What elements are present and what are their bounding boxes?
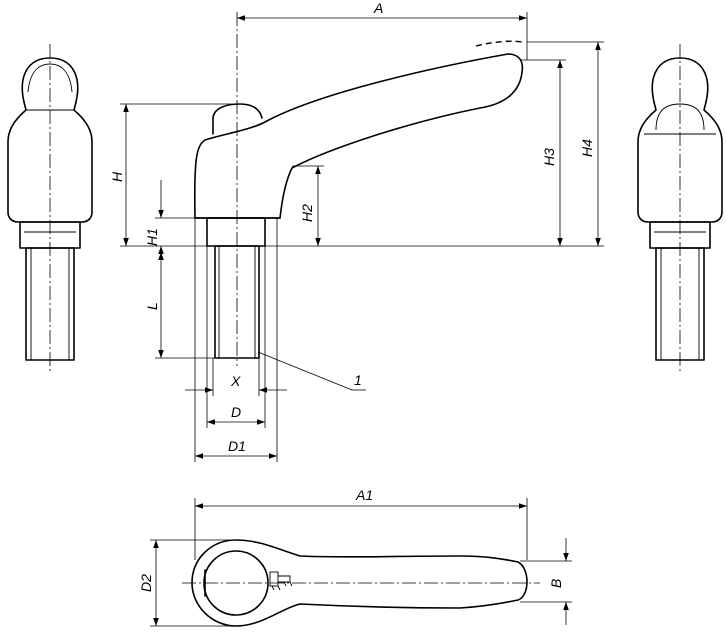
label-callout-1: 1 [354, 372, 362, 388]
left-view-knob-inner [27, 63, 73, 93]
lever-button [212, 103, 263, 135]
dimension-x: X [185, 373, 287, 393]
right-side-view [637, 44, 723, 372]
dimension-h: H [109, 103, 236, 246]
label-a: A [373, 0, 383, 16]
bottom-extensions [194, 218, 278, 462]
front-collar [206, 217, 266, 247]
dimension-l: L [144, 252, 259, 359]
label-x: X [230, 373, 241, 389]
dimension-a: A [237, 0, 528, 60]
top-view [182, 539, 540, 627]
dimension-a1: A1 [194, 487, 528, 560]
dimension-h1: H1 [144, 180, 207, 254]
label-b: B [548, 579, 564, 588]
dimension-d1: D1 [195, 438, 277, 459]
right-view-cap-inner [655, 103, 705, 131]
label-d2: D2 [138, 574, 154, 592]
label-l: L [144, 302, 160, 310]
label-h2: H2 [299, 204, 315, 222]
label-h4: H4 [579, 139, 595, 157]
label-d: D [231, 404, 241, 420]
top-view-outline [191, 539, 528, 627]
top-view-logo-icon [269, 571, 293, 591]
label-a1: A1 [355, 487, 373, 503]
dimension-d: D [207, 404, 265, 425]
left-side-view [7, 44, 93, 372]
dimension-h4: H4 [527, 41, 604, 246]
label-h: H [109, 171, 125, 182]
dimension-b: B [520, 538, 572, 625]
front-view [193, 12, 524, 366]
label-d1: D1 [228, 438, 246, 454]
lever-outline [193, 53, 524, 219]
dimension-h2: H2 [292, 165, 324, 246]
dimension-h3: H3 [520, 59, 566, 246]
label-h1: H1 [144, 228, 160, 246]
lever-swing-hint [475, 40, 523, 47]
dimension-d2: D2 [138, 539, 236, 627]
label-h3: H3 [541, 148, 557, 166]
callout-1: 1 [257, 351, 366, 391]
